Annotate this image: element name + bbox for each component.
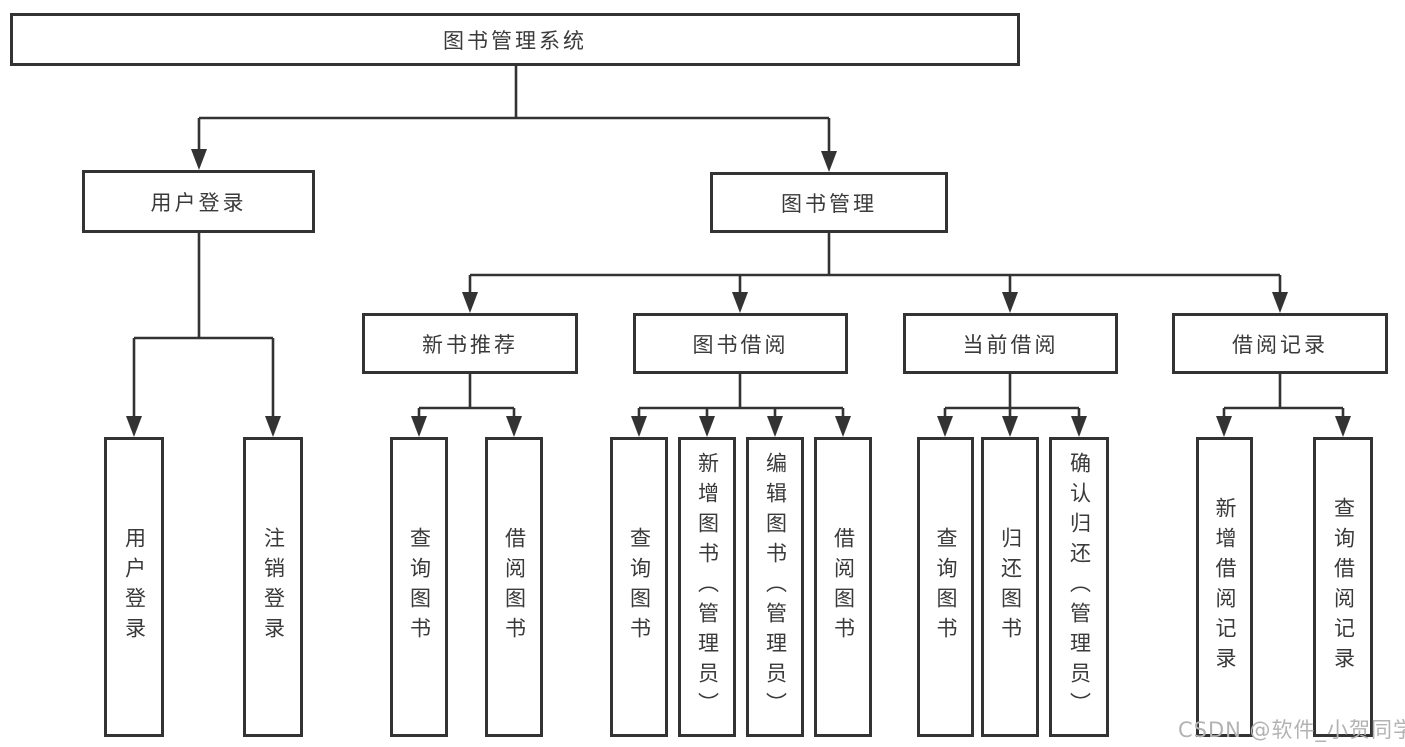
leaf-confirm-return-admin-label: 确认归还（管理员） xyxy=(1067,452,1092,722)
connector-borrow-to-leaves xyxy=(631,372,851,437)
leaf-add-borrow-record-label: 新增借阅记录 xyxy=(1213,497,1237,677)
node-borrow-records-label: 借阅记录 xyxy=(1232,332,1328,357)
node-user-login-label: 用户登录 xyxy=(150,190,247,215)
leaf-add-borrow-record: 新增借阅记录 xyxy=(1196,437,1253,737)
leaf-edit-books-admin: 编辑图书（管理员） xyxy=(746,437,804,737)
node-new-book-recommend: 新书推荐 xyxy=(362,313,578,374)
leaf-rec-borrow-books: 借阅图书 xyxy=(485,437,543,737)
leaf-rec-query-books: 查询图书 xyxy=(390,437,448,737)
leaf-user-login: 用户登录 xyxy=(104,437,164,737)
connector-rec-to-leaves xyxy=(411,372,522,437)
connector-current-to-leaves xyxy=(937,372,1087,437)
node-borrow-records: 借阅记录 xyxy=(1172,313,1388,374)
connector-login-to-leaves xyxy=(126,231,281,437)
node-book-management: 图书管理 xyxy=(710,172,948,233)
node-book-borrow: 图书借阅 xyxy=(633,313,848,374)
leaf-query-borrow-record-label: 查询借阅记录 xyxy=(1331,497,1356,677)
connector-mgmt-to-groups xyxy=(462,231,1288,313)
leaf-return-books-label: 归还图书 xyxy=(998,527,1023,647)
leaf-borrow-query-books: 查询图书 xyxy=(610,437,668,737)
node-new-book-recommend-label: 新书推荐 xyxy=(422,332,518,357)
leaf-add-books-admin: 新增图书（管理员） xyxy=(678,437,736,737)
leaf-confirm-return-admin: 确认归还（管理员） xyxy=(1049,437,1109,737)
csdn-watermark: CSDN @软件_小贺同学 xyxy=(1178,718,1405,742)
node-library-system: 图书管理系统 xyxy=(10,13,1020,66)
leaf-rec-borrow-books-label: 借阅图书 xyxy=(502,527,527,647)
node-current-borrow: 当前借阅 xyxy=(903,313,1118,374)
leaf-borrow-books-label: 借阅图书 xyxy=(831,527,856,647)
leaf-borrow-books: 借阅图书 xyxy=(814,437,872,737)
leaf-query-borrow-record: 查询借阅记录 xyxy=(1313,437,1373,737)
leaf-current-query-books-label: 查询图书 xyxy=(934,527,958,647)
leaf-logout-label: 注销登录 xyxy=(261,527,286,647)
leaf-return-books: 归还图书 xyxy=(981,437,1039,737)
leaf-rec-query-books-label: 查询图书 xyxy=(407,527,432,647)
leaf-add-books-admin-label: 新增图书（管理员） xyxy=(695,452,720,722)
leaf-user-login-label: 用户登录 xyxy=(122,527,147,647)
leaf-borrow-query-books-label: 查询图书 xyxy=(627,527,652,647)
connector-root-to-branches xyxy=(191,64,837,172)
leaf-edit-books-admin-label: 编辑图书（管理员） xyxy=(763,452,788,722)
connector-records-to-leaves xyxy=(1216,372,1351,437)
leaf-current-query-books: 查询图书 xyxy=(917,437,974,737)
node-current-borrow-label: 当前借阅 xyxy=(962,332,1059,357)
leaf-logout: 注销登录 xyxy=(243,437,303,737)
node-book-management-label: 图书管理 xyxy=(781,191,877,216)
node-book-borrow-label: 图书借阅 xyxy=(692,332,789,357)
node-user-login: 用户登录 xyxy=(82,170,315,233)
node-library-system-label: 图书管理系统 xyxy=(443,28,587,53)
